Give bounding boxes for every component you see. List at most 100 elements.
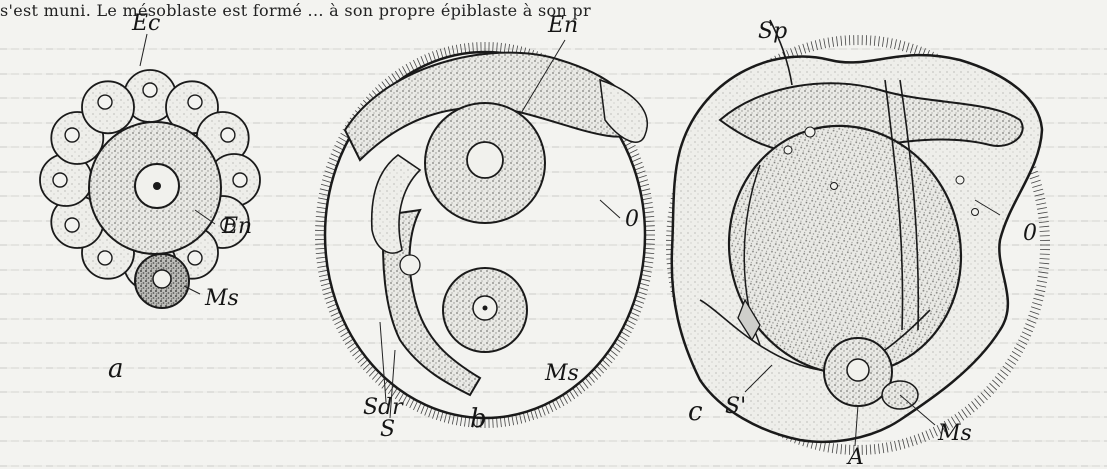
label-o-c: 0 [1023,221,1037,246]
cilium [315,244,325,245]
cilium [448,47,450,57]
ectoderm-nucleus [98,95,112,109]
cilium [385,383,391,391]
cilium [531,410,534,420]
cilium [1030,176,1039,179]
cilium [440,412,443,422]
small-cell-b [400,255,420,275]
cilium [887,38,889,48]
cilium [795,47,798,56]
cilium [636,171,646,174]
cilium [644,253,654,254]
mesoderm-nucleus-c [847,359,869,381]
cilium [1003,366,1011,372]
panel-label-b: b [470,404,487,434]
cilium [1008,359,1016,365]
cilium [984,390,991,397]
cilium [1010,355,1018,361]
cilium [639,184,649,187]
cilium [972,401,978,409]
cilium [433,409,436,419]
cilium [315,221,325,222]
cilium [316,216,326,217]
cilium [591,372,598,380]
cilium [1035,194,1045,196]
panel-label-a: a [108,354,124,384]
cilium [607,353,615,360]
cilium [469,43,470,53]
cilium [320,189,330,191]
cilium [315,226,325,227]
label-ms-a: Ms [204,286,239,311]
cilium [643,266,653,268]
cilium [870,445,871,455]
cilium [523,413,525,423]
cilium [319,193,329,195]
cilium [643,203,653,205]
cilium [326,300,335,304]
cilium [597,366,604,373]
cilium [500,43,501,53]
cilium [372,372,379,380]
cilium [421,405,425,414]
cilium [452,46,454,56]
cilium [421,56,425,65]
cilium [975,399,981,407]
cilium [998,373,1006,379]
label-a-c: A [846,445,864,469]
cilium [388,386,394,394]
left-segments-b [372,155,420,253]
cilium [874,36,875,46]
cilium [358,356,365,363]
cilium [317,207,327,209]
cilium [633,304,642,308]
cilium [369,369,376,376]
vacuole-c4 [956,176,964,184]
vacuole-c2 [805,127,815,137]
cilium [645,248,655,249]
cilium [317,203,327,205]
cilium [965,407,971,415]
cilium [1027,320,1036,324]
cilium [630,312,639,316]
cilium [406,397,411,406]
cilium [832,37,833,47]
leader-sdr [380,322,386,402]
cilium [914,45,917,55]
cilium [878,36,879,46]
cilium [326,167,335,171]
cilium [339,137,348,142]
cilium [328,162,337,166]
ectoderm-nucleus [233,173,247,187]
cilium [891,442,893,452]
cilium [355,353,363,360]
label-sp: Sp [758,19,787,44]
cilium [321,184,331,187]
label-o-b: 0 [625,207,639,232]
cilium [321,283,331,286]
cilium [465,417,466,427]
cilium [1039,226,1049,227]
cilium [1022,332,1031,336]
cilium [448,414,450,424]
ectoderm-nucleus [188,95,202,109]
cilium [549,403,553,412]
cilium [623,328,632,333]
cilium [429,408,432,418]
cilium [497,418,498,428]
cilium [1000,370,1008,376]
cilium [452,415,454,425]
cilium [824,38,826,48]
cilium [538,408,541,418]
cilium [366,366,373,373]
cilium [1018,340,1027,345]
endoderm-nucleolus [153,182,161,190]
cilium [576,386,582,394]
cilium [1033,189,1043,192]
cilium [882,37,883,47]
cilium [645,221,655,222]
cilium [331,154,340,158]
cilium [436,50,439,60]
panel-label-c: c [688,397,703,427]
cilium [1037,208,1047,210]
